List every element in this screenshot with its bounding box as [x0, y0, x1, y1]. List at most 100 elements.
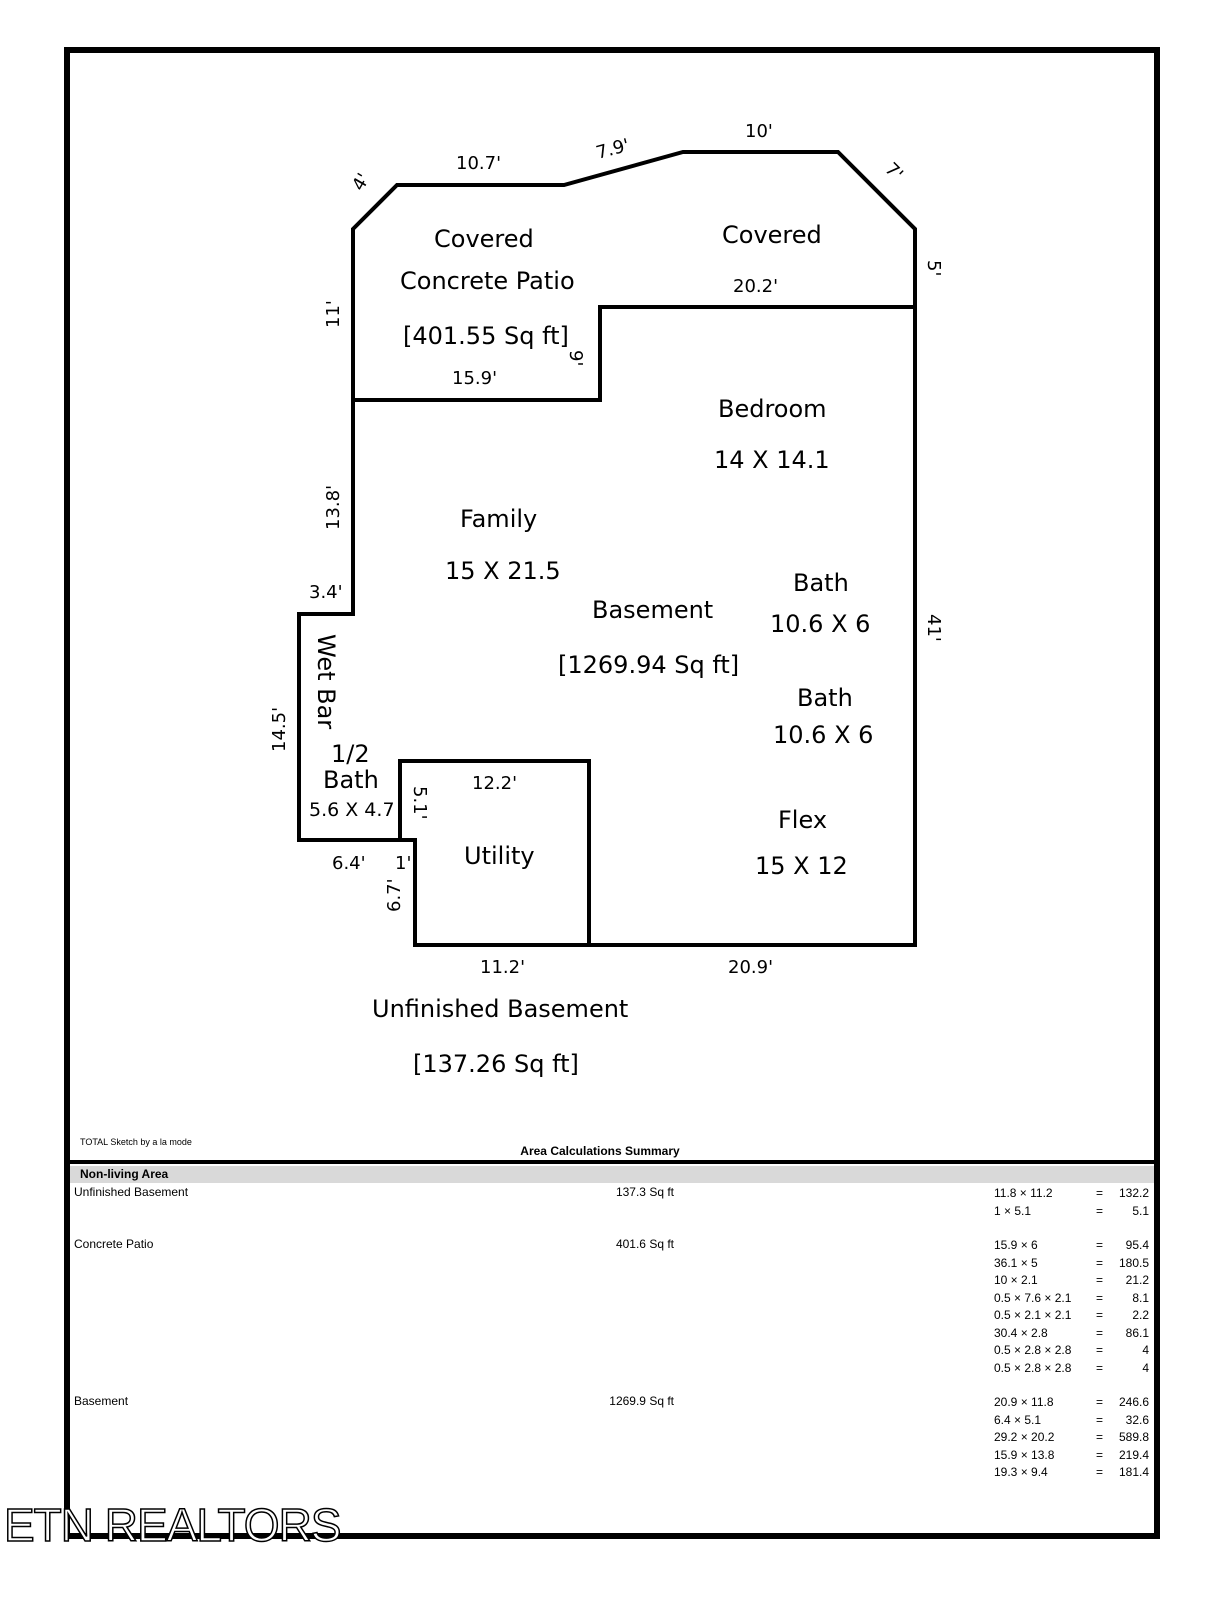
software-credit: TOTAL Sketch by a la mode [80, 1137, 192, 1147]
calc-list: 15.9 × 6 = 95.4 36.1 × 5 = 180.5 10 × 2.1 = 21.2… [994, 1237, 1149, 1377]
dim-5-1: 5.1' [409, 786, 430, 820]
calc-expression: 0.5 × 7.6 × 2.1 [994, 1290, 1072, 1305]
label-unfinished-area: [137.26 Sq ft] [413, 1050, 579, 1078]
calc-expression: 19.3 × 9.4 [994, 1465, 1048, 1479]
calc-line: 20.9 × 11.8 = 246.6 [994, 1394, 1149, 1412]
patio-outline [351, 150, 917, 402]
calc-expression: 6.4 × 5.1 [994, 1412, 1042, 1427]
dim-6-7: 6.7' [384, 878, 405, 912]
calc-line: 11.8 × 11.2=132.2 [994, 1185, 1149, 1203]
equals-sign: = [1096, 1325, 1104, 1340]
calc-expression: 30.4 × 2.8 [994, 1325, 1048, 1340]
calc-line: 0.5 × 7.6 × 2.1 = 8.1 [994, 1290, 1149, 1308]
equals-sign: = [1096, 1412, 1104, 1427]
equals-sign: = [1096, 1290, 1104, 1305]
calc-line: 0.5 × 2.8 × 2.8=4 [994, 1342, 1149, 1360]
calc-result: 219.4 [1118, 1447, 1149, 1462]
calc-line: 0.5 × 2.1 × 2.1=2.2 [994, 1307, 1149, 1325]
calc-result: 5.1 [1132, 1203, 1149, 1218]
dim-11: 11' [323, 300, 344, 328]
calc-expression: 1 × 5.1 [994, 1203, 1032, 1218]
area-name: Unfinished Basement [74, 1185, 189, 1199]
calc-result: 180.5 [1118, 1255, 1149, 1270]
dim-11-2: 11.2' [480, 957, 525, 978]
calc-result: 4 [1142, 1343, 1149, 1357]
calc-result: 246.6 [1118, 1395, 1149, 1409]
calc-result: 32.6 [1125, 1412, 1149, 1427]
calc-line: 30.4 × 2.8 = 86.1 [994, 1325, 1149, 1343]
dim-20-2: 20.2' [733, 276, 778, 297]
dim-7-9: 7.9' [594, 135, 632, 164]
label-bath-1-size: 10.6 X 6 [770, 610, 870, 638]
label-bath-2: Bath [797, 684, 853, 712]
dim-6-4: 6.4' [332, 853, 366, 874]
area-total: 1269.9 Sq ft [609, 1394, 674, 1408]
calc-result: 4 [1142, 1360, 1149, 1375]
dim-20-9: 20.9' [728, 957, 773, 978]
calc-line: 0.5 × 2.8 × 2.8 = 4 [994, 1360, 1149, 1378]
calc-line: 36.1 × 5 = 180.5 [994, 1255, 1149, 1273]
calc-line: 29.2 × 20.2=589.8 [994, 1429, 1149, 1447]
dim-15-9: 15.9' [452, 368, 497, 389]
calc-line: 1 × 5.1 = 5.1 [994, 1203, 1149, 1221]
dim-3-4: 3.4' [309, 582, 343, 603]
label-bath-1: Bath [793, 569, 849, 597]
calc-expression: 0.5 × 2.1 × 2.1 [994, 1308, 1072, 1322]
calc-result: 2.2 [1132, 1308, 1149, 1322]
calc-result: 86.1 [1125, 1325, 1149, 1340]
label-bedroom-size: 14 X 14.1 [714, 446, 830, 474]
calc-expression: 11.8 × 11.2 [994, 1186, 1053, 1200]
summary-title: Area Calculations Summary [520, 1144, 680, 1158]
calc-expression: 0.5 × 2.8 × 2.8 [994, 1360, 1072, 1375]
dim-4: 4' [348, 170, 374, 195]
dim-9: 9' [565, 350, 586, 366]
label-flex: Flex [778, 806, 827, 834]
equals-sign: = [1096, 1203, 1104, 1218]
label-concrete-patio: Concrete Patio [400, 267, 575, 295]
dim-10: 10' [745, 121, 773, 142]
label-half-bath-size: 5.6 X 4.7 [309, 799, 395, 821]
calc-line: 15.9 × 13.8 = 219.4 [994, 1447, 1149, 1465]
calc-result: 95.4 [1125, 1238, 1149, 1252]
calc-result: 21.2 [1125, 1273, 1149, 1287]
calc-list: 20.9 × 11.8 = 246.6 6.4 × 5.1 = 32.6 29.2 × 20… [994, 1394, 1149, 1482]
label-covered-2: Covered [722, 221, 822, 249]
calc-result: 8.1 [1132, 1290, 1149, 1305]
calc-expression: 20.9 × 11.8 [994, 1395, 1054, 1409]
label-basement: Basement [592, 596, 713, 624]
label-bath-2-size: 10.6 X 6 [773, 721, 873, 749]
calc-expression: 36.1 × 5 [994, 1255, 1038, 1270]
section-header: Non-living Area [70, 1166, 1154, 1183]
calc-result: 181.4 [1118, 1465, 1149, 1479]
equals-sign: = [1096, 1186, 1104, 1200]
dim-7: 7' [880, 159, 906, 185]
basement-outline-east [589, 305, 917, 947]
label-bedroom: Bedroom [718, 395, 827, 423]
calc-expression: 15.9 × 6 [994, 1238, 1038, 1252]
dim-5: 5' [923, 260, 944, 276]
dim-13-8: 13.8' [323, 485, 344, 530]
calc-expression: 10 × 2.1 [994, 1273, 1038, 1287]
dim-41: 41' [923, 614, 944, 642]
label-wet-bar: Wet Bar [312, 634, 340, 729]
equals-sign: = [1096, 1360, 1104, 1375]
dim-1: 1' [395, 853, 411, 874]
calc-expression: 15.9 × 13.8 [994, 1447, 1055, 1462]
calc-expression: 29.2 × 20.2 [994, 1430, 1055, 1444]
equals-sign: = [1096, 1395, 1104, 1409]
label-unfinished-basement: Unfinished Basement [372, 995, 628, 1023]
equals-sign: = [1096, 1447, 1104, 1462]
label-basement-area: [1269.94 Sq ft] [558, 651, 739, 679]
equals-sign: = [1096, 1430, 1104, 1444]
area-total: 401.6 Sq ft [615, 1237, 674, 1251]
label-utility: Utility [464, 842, 535, 870]
equals-sign: = [1096, 1238, 1104, 1252]
equals-sign: = [1096, 1255, 1104, 1270]
